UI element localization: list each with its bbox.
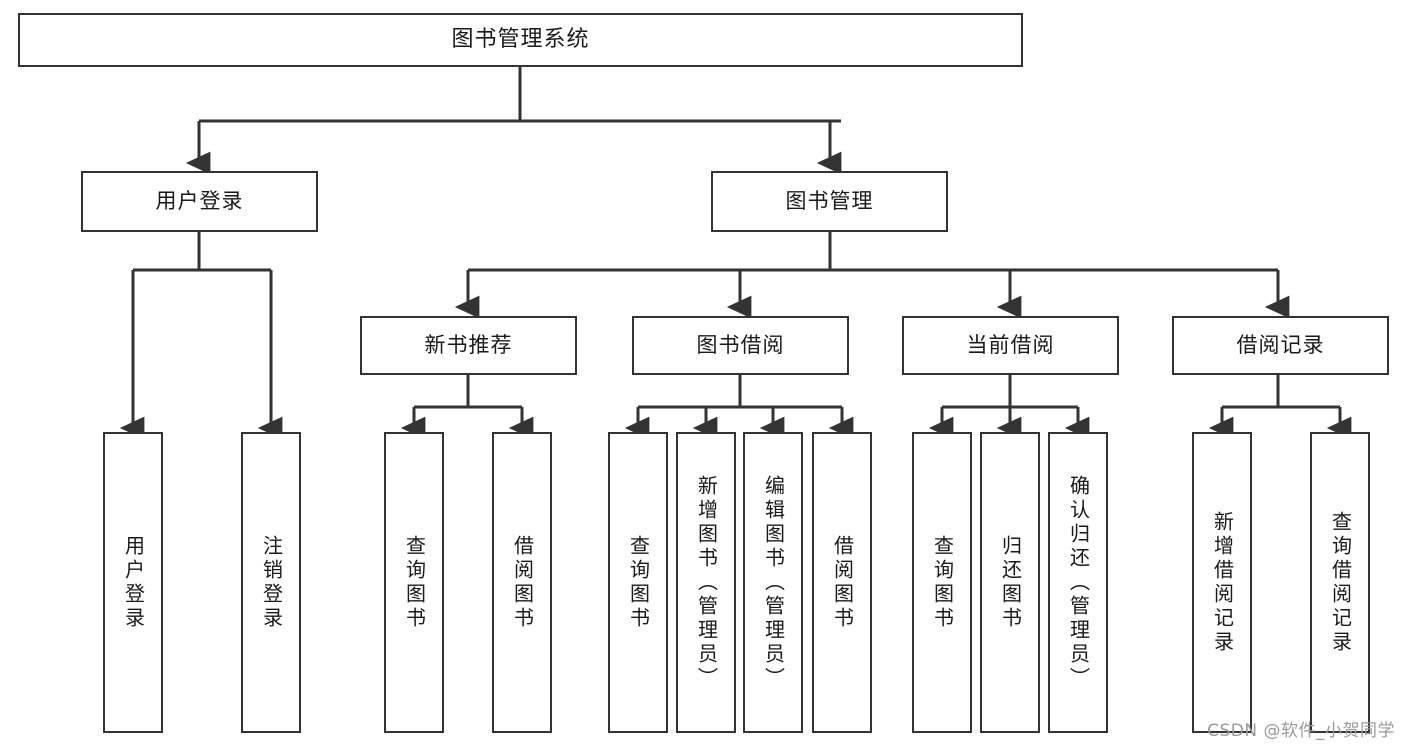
node-borrow-record[interactable]: 借阅记录 xyxy=(1172,316,1389,375)
node-leaf-confirm-return[interactable]: 确认归还（管理员） xyxy=(1048,432,1108,733)
node-leaf-edit-book[interactable]: 编辑图书（管理员） xyxy=(743,432,803,733)
node-leaf-query-book-borrow[interactable]: 查询图书 xyxy=(608,432,668,733)
node-leaf-logout-login[interactable]: 注销登录 xyxy=(241,432,301,733)
node-leaf-user-login[interactable]: 用户登录 xyxy=(103,432,163,733)
node-book-borrow[interactable]: 图书借阅 xyxy=(632,316,849,375)
node-leaf-query-borrow-record[interactable]: 查询借阅记录 xyxy=(1310,432,1370,733)
node-current-borrow[interactable]: 当前借阅 xyxy=(902,316,1119,375)
node-leaf-borrow-book[interactable]: 借阅图书 xyxy=(812,432,872,733)
node-user-login[interactable]: 用户登录 xyxy=(81,171,318,232)
node-leaf-query-book-recommend[interactable]: 查询图书 xyxy=(384,432,444,733)
node-root-system[interactable]: 图书管理系统 xyxy=(18,13,1023,67)
node-leaf-return-book[interactable]: 归还图书 xyxy=(980,432,1040,733)
node-leaf-add-borrow-record[interactable]: 新增借阅记录 xyxy=(1192,432,1252,733)
node-leaf-query-book-current[interactable]: 查询图书 xyxy=(912,432,972,733)
node-leaf-add-book[interactable]: 新增图书（管理员） xyxy=(676,432,736,733)
node-book-management[interactable]: 图书管理 xyxy=(711,171,948,232)
node-new-book-recommend[interactable]: 新书推荐 xyxy=(360,316,577,375)
node-leaf-borrow-book-recommend[interactable]: 借阅图书 xyxy=(492,432,552,733)
